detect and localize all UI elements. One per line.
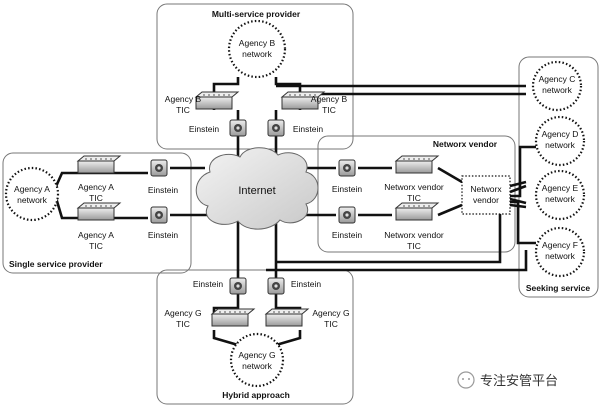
- agency-c-network-line1: Agency C: [539, 74, 576, 84]
- einstein-g-left-label: Einstein: [193, 279, 224, 289]
- agency-g-tic-device-left: [210, 308, 256, 327]
- agency-c-network-line2: network: [542, 85, 573, 95]
- agency-b-network-line1: Agency B: [239, 38, 276, 48]
- agency-a-network: Agency A network: [4, 166, 60, 222]
- watermark-text: 专注安管平台: [480, 374, 558, 389]
- agency-d-network-line1: Agency D: [542, 129, 579, 139]
- einstein-sensor-b-right: [267, 119, 285, 137]
- agency-b-tic-device-left: [194, 91, 240, 110]
- networx-tic-bottom-label-line1: Networx vendor: [384, 230, 444, 240]
- agency-g-tic-left-label-line2: TIC: [176, 319, 190, 329]
- agency-g-network-line1: Agency G: [238, 350, 275, 360]
- einstein-b-left-label: Einstein: [189, 124, 220, 134]
- einstein-nx-bottom-label: Einstein: [332, 230, 363, 240]
- agency-g-tic-right-label-line1: Agency G: [312, 308, 349, 318]
- networx-tic-device-top: [394, 155, 440, 174]
- agency-g-tic-left-label-line1: Agency G: [164, 308, 201, 318]
- internet-label: Internet: [238, 185, 275, 197]
- single-service-provider-box: [2, 152, 192, 274]
- agency-d-network-line2: network: [545, 140, 576, 150]
- networx-center-line1: Networx: [470, 184, 502, 194]
- einstein-b-right-label: Einstein: [293, 124, 324, 134]
- agency-a-network-line2: network: [17, 195, 48, 205]
- agency-e-network: Agency E network: [534, 169, 586, 221]
- networx-vendor-box: [317, 135, 516, 253]
- agency-f-network-line2: network: [545, 251, 576, 261]
- agency-b-tic-left-label-line2: TIC: [176, 105, 190, 115]
- einstein-sensor-g-left: [229, 277, 247, 295]
- single-service-provider-title: Single service provider: [9, 259, 103, 269]
- agency-b-tic-right-label-line1: Agency B: [311, 94, 348, 104]
- networx-tic-top-label-line2: TIC: [407, 193, 421, 203]
- einstein-sensor-g-right: [267, 277, 285, 295]
- agency-f-network: Agency F network: [534, 226, 586, 278]
- networx-vendor-center-box: [461, 175, 511, 215]
- agency-g-network: Agency G network: [229, 332, 285, 388]
- agency-g-network-line2: network: [242, 361, 273, 371]
- networx-tic-bottom-label-line2: TIC: [407, 241, 421, 251]
- agency-e-network-line1: Agency E: [542, 183, 579, 193]
- multi-service-provider-title: Multi-service provider: [212, 9, 301, 19]
- agency-b-network-line2: network: [242, 49, 273, 59]
- einstein-sensor-b-left: [229, 119, 247, 137]
- wechat-watermark: 专注安管平台: [457, 371, 558, 389]
- agency-a-tic-top-label-line2: TIC: [89, 193, 103, 203]
- agency-a-network-line1: Agency A: [14, 184, 50, 194]
- einstein-a-bottom-label: Einstein: [148, 230, 179, 240]
- networx-vendor-title: Networx vendor: [433, 139, 498, 149]
- seeking-service-title: Seeking service: [526, 283, 591, 293]
- agency-e-network-line2: network: [545, 194, 576, 204]
- einstein-nx-top-label: Einstein: [332, 184, 363, 194]
- einstein-sensor-nx-top: [338, 159, 356, 177]
- hybrid-approach-box: [156, 269, 354, 405]
- agency-b-network: Agency B network: [227, 19, 287, 79]
- hybrid-approach-title: Hybrid approach: [222, 390, 290, 400]
- einstein-g-right-label: Einstein: [291, 279, 322, 289]
- agency-a-tic-device-bottom: [76, 202, 122, 221]
- agency-a-tic-bottom-label-line2: TIC: [89, 241, 103, 251]
- agency-d-network: Agency D network: [534, 115, 586, 167]
- einstein-a-top-label: Einstein: [148, 185, 179, 195]
- agency-b-tic-right-label-line2: TIC: [322, 105, 336, 115]
- networx-tic-device-bottom: [394, 202, 440, 221]
- agency-b-tic-left-label-line1: Agency B: [165, 94, 202, 104]
- agency-a-tic-top-label-line1: Agency A: [78, 182, 114, 192]
- agency-f-network-line1: Agency F: [542, 240, 578, 250]
- agency-a-tic-device-top: [76, 155, 122, 174]
- internet-cloud: [195, 147, 319, 230]
- agency-a-tic-bottom-label-line1: Agency A: [78, 230, 114, 240]
- networx-tic-top-label-line1: Networx vendor: [384, 182, 444, 192]
- networx-center-line2: vendor: [473, 195, 499, 205]
- einstein-sensor-a-top: [150, 159, 168, 177]
- agency-b-tic-device-right: [280, 91, 326, 110]
- agency-c-network: Agency C network: [531, 60, 583, 112]
- agency-g-tic-device-right: [264, 308, 310, 327]
- einstein-sensor-a-bottom: [150, 206, 168, 224]
- wechat-icon: [457, 371, 475, 389]
- agency-g-tic-right-label-line2: TIC: [324, 319, 338, 329]
- einstein-sensor-nx-bottom: [338, 206, 356, 224]
